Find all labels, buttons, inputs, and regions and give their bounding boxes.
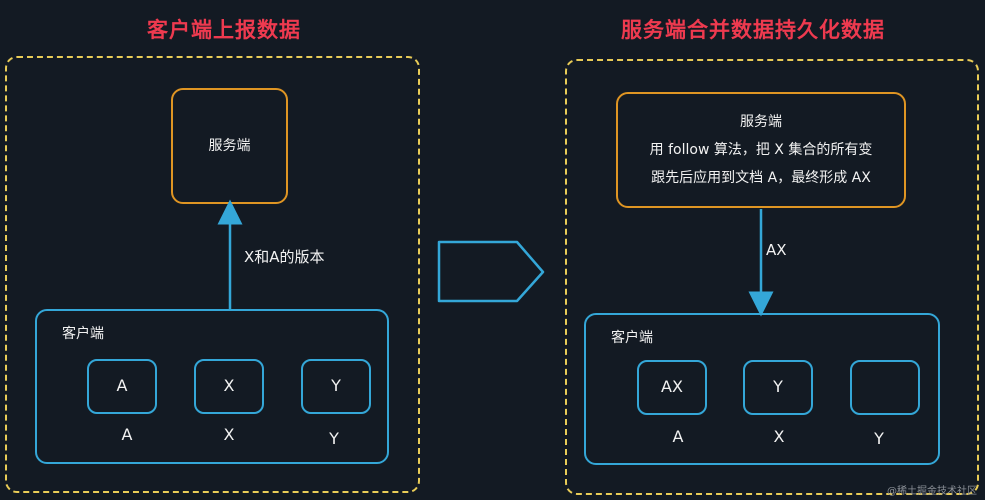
right-panel-title: 服务端合并数据持久化数据 [621, 18, 885, 42]
left-doc-x-caption: X [223, 425, 235, 444]
right-server-line-2: 用 follow 算法，把 X 集合的所有变 [649, 142, 873, 158]
right-doc-ax: AX [637, 360, 707, 415]
right-client-box: 客户端 AX Y A X Y [584, 313, 940, 465]
right-server-line-1: 服务端 [740, 114, 782, 130]
right-arrow-label: AX [766, 241, 787, 259]
left-doc-a-caption: A [121, 425, 133, 444]
right-server-line-3: 跟先后应用到文档 A，最终形成 AX [651, 170, 871, 186]
right-doc-empty [850, 360, 920, 415]
left-doc-y-caption: Y [329, 429, 339, 448]
watermark-text: @稀土掘金技术社区 [887, 486, 977, 497]
right-doc-y: Y [743, 360, 813, 415]
right-panel-frame [565, 59, 979, 495]
left-client-box: 客户端 A X Y A X Y [35, 309, 389, 464]
left-client-title: 客户端 [62, 326, 104, 342]
right-client-title: 客户端 [611, 330, 653, 346]
right-doc-y-caption: Y [874, 429, 884, 448]
right-server-box: 服务端 用 follow 算法，把 X 集合的所有变 跟先后应用到文档 A，最终… [616, 92, 906, 208]
left-panel-title: 客户端上报数据 [147, 18, 301, 42]
right-doc-x-caption: X [773, 427, 785, 446]
left-server-label: 服务端 [208, 138, 251, 154]
left-doc-a: A [87, 359, 157, 414]
left-panel-frame [5, 56, 420, 493]
transition-arrow-shape [437, 240, 545, 303]
left-doc-x: X [194, 359, 264, 414]
left-arrow-label: X和A的版本 [244, 248, 325, 266]
right-doc-a-caption: A [672, 427, 684, 446]
left-doc-y: Y [301, 359, 371, 414]
